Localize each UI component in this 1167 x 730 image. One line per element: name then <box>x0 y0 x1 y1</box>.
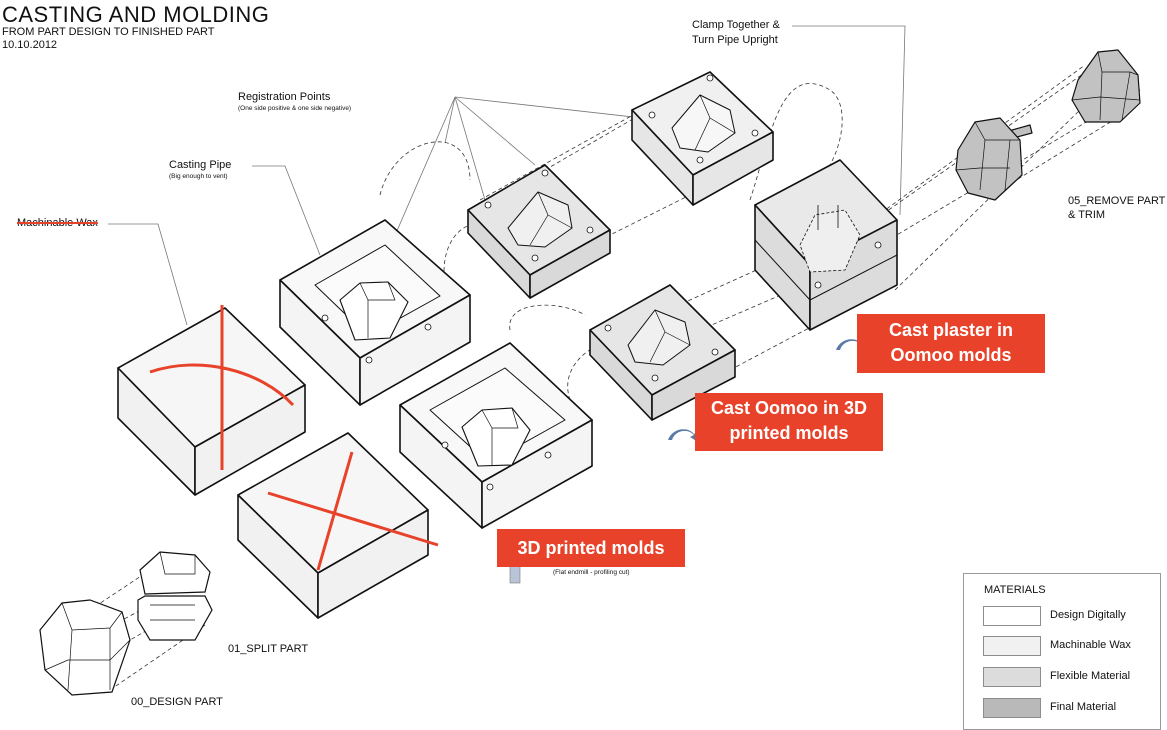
legend-item: Flexible Material <box>983 667 1153 687</box>
registration-points-note: (One side positive & one side negative) <box>238 105 352 112</box>
legend-swatch <box>983 667 1041 687</box>
split-part-label: 01_SPLIT PART <box>228 643 309 655</box>
date-label: 10.10.2012 <box>2 39 58 51</box>
split-gem-halves <box>137 551 213 641</box>
oomoo-mold-b <box>631 71 774 206</box>
printed-mold-2 <box>399 342 593 529</box>
clamped-mold <box>754 159 898 331</box>
printed-molds-text: 3D printed molds <box>517 538 665 558</box>
casting-pipe-label: Casting Pipe <box>169 159 232 171</box>
legend-swatch <box>983 636 1041 656</box>
endmill-note: (Flat endmill - profiling cut) <box>553 569 630 576</box>
registration-points-label: Registration Points <box>238 91 331 103</box>
cast-plaster-line-2: Oomoo molds <box>890 345 1012 365</box>
design-part-gem <box>39 599 131 696</box>
legend-label: Machinable Wax <box>1050 639 1131 651</box>
remove-part-label: 05_REMOVE PART <box>1068 195 1166 207</box>
endmill <box>509 564 521 584</box>
leader-lines <box>108 25 906 326</box>
oomoo-mold-a <box>467 164 611 299</box>
cast-oomoo-line-2: printed molds <box>729 423 849 443</box>
oomoo-mold-c <box>589 284 736 421</box>
wax-block-1 <box>117 305 306 496</box>
legend-label: Flexible Material <box>1050 670 1131 682</box>
casting-pipe-note: (Big enough to vent) <box>169 173 228 180</box>
legend-item: Design Digitally <box>983 606 1153 626</box>
trim-label: & TRIM <box>1068 209 1106 221</box>
printed-mold-1 <box>279 219 471 406</box>
page-subtitle: FROM PART DESIGN TO FINISHED PART <box>2 26 215 38</box>
cast-oomoo-callout: Cast Oomoo in 3D printed molds <box>695 393 883 451</box>
design-part-label: 00_DESIGN PART <box>131 696 223 708</box>
wax-block-2 <box>237 432 439 619</box>
materials-legend: MATERIALS Design Digitally Machinable Wa… <box>963 573 1161 730</box>
clamp-together-label: Clamp Together & <box>692 19 780 31</box>
turn-pipe-label: Turn Pipe Upright <box>692 34 778 46</box>
rotate-arrow-icon <box>668 429 698 442</box>
legend-label: Design Digitally <box>1050 609 1126 621</box>
legend-item: Machinable Wax <box>983 636 1153 656</box>
cast-plaster-callout: Cast plaster in Oomoo molds <box>857 314 1045 373</box>
rotate-arrow-icon-2 <box>836 339 866 352</box>
page-title: CASTING AND MOLDING <box>2 2 270 27</box>
cast-plaster-line-1: Cast plaster in <box>888 320 1014 340</box>
legend-label: Final Material <box>1050 701 1117 713</box>
legend-item: Final Material <box>983 698 1153 718</box>
legend-swatch <box>983 606 1041 626</box>
final-part-with-pipe <box>955 117 1033 201</box>
legend-title: MATERIALS <box>984 584 1046 596</box>
legend-swatch <box>983 698 1041 718</box>
machinable-wax-label: Machinable Wax <box>17 217 98 229</box>
printed-molds-callout: 3D printed molds <box>497 529 685 567</box>
cast-oomoo-line-1: Cast Oomoo in 3D <box>710 398 867 418</box>
final-part <box>1071 49 1141 123</box>
